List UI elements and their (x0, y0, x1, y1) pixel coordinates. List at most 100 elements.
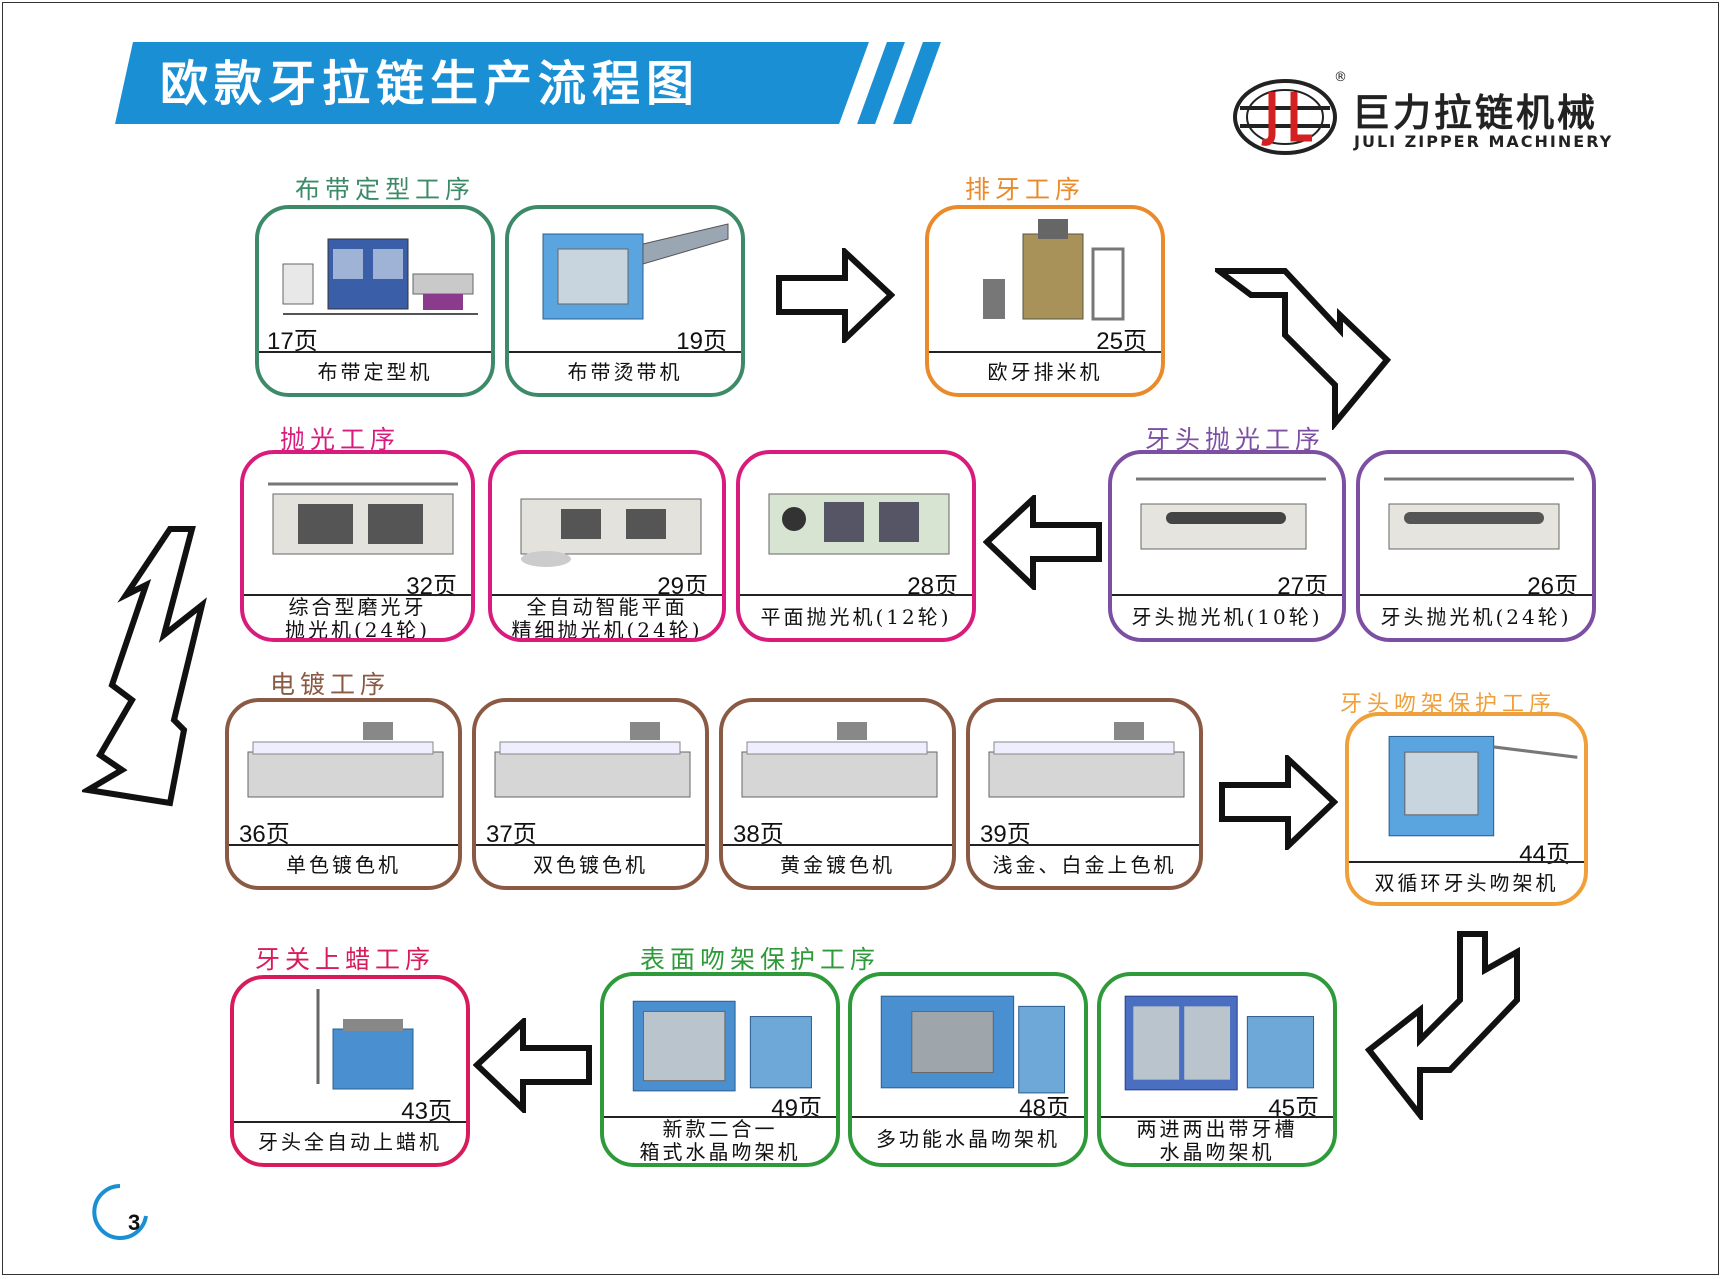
page-ref: 43页 (401, 1098, 452, 1125)
machine-card-45[interactable]: 45页 两进两出带牙槽 水晶吻架机 (1097, 972, 1337, 1167)
polishing-machine-icon (1384, 477, 1574, 550)
plating-machine-icon (741, 722, 938, 798)
machine-card-17[interactable]: 17页 布带定型机 (255, 205, 495, 397)
waxing-machine-icon (316, 989, 414, 1090)
caption-divider (229, 844, 458, 846)
caption-divider (740, 594, 972, 596)
polishing-machine-icon (268, 482, 458, 555)
polishing-machine-icon (768, 493, 950, 555)
machine-name-line2: 抛光机(24轮) (284, 618, 431, 642)
machine-card-39[interactable]: 39页 浅金、白金上色机 (966, 698, 1203, 890)
machine-name: 欧牙排米机 (987, 360, 1103, 384)
title-banner (115, 42, 855, 124)
spray-cabinet-machine-icon (1388, 735, 1578, 837)
machine-card-19[interactable]: 19页 布带烫带机 (505, 205, 745, 397)
registered-mark: ® (1334, 70, 1347, 85)
machine-name: 多功能水晶吻架机 (876, 1127, 1060, 1151)
machine-card-44[interactable]: 44页 双循环牙头吻架机 (1345, 712, 1588, 906)
machine-card-37[interactable]: 37页 双色镀色机 (472, 698, 709, 890)
flow-arrow-left-icon (473, 1018, 592, 1113)
machine-name-line1: 两进两出带牙槽 (1136, 1117, 1298, 1141)
machine-name-line2: 精细抛光机(24轮) (511, 618, 703, 642)
caption-divider (970, 844, 1199, 846)
machine-card-38[interactable]: 38页 黄金镀色机 (719, 698, 956, 890)
flow-arrow-bend-down-icon (1215, 268, 1392, 430)
flow-arrow-left-icon (983, 495, 1102, 590)
machine-name-line1: 全自动智能平面 (526, 595, 688, 619)
stage-label-slider-polish: 牙头抛光工序 (1145, 425, 1326, 454)
caption-divider (476, 844, 705, 846)
stage-label-arrange: 排牙工序 (965, 175, 1086, 204)
teeth-arranging-machine-icon (983, 219, 1125, 321)
spray-cabinet-machine-icon (632, 1000, 812, 1092)
machine-name: 黄金镀色机 (780, 853, 895, 877)
stage-label-polish: 抛光工序 (280, 425, 401, 454)
caption-divider (244, 594, 471, 596)
page-title: 欧款牙拉链生产流程图 (160, 56, 701, 112)
spray-cabinet-machine-icon (880, 995, 1066, 1094)
stage-label-surface-protect: 表面吻架保护工序 (640, 945, 881, 974)
page-ref: 37页 (486, 821, 537, 848)
page-number: 3 (128, 1210, 141, 1235)
caption-divider (604, 1116, 836, 1118)
machine-name: 单色镀色机 (286, 853, 401, 877)
machine-name: 牙头抛光机(10轮) (1131, 605, 1323, 629)
machine-card-26[interactable]: 26页 牙头抛光机(24轮) (1356, 450, 1596, 642)
machine-name-line2: 水晶吻架机 (1159, 1140, 1275, 1164)
page-ref: 39页 (980, 821, 1031, 848)
plating-machine-icon (494, 722, 691, 798)
machine-card-49[interactable]: 49页 新款二合一 箱式水晶吻架机 (600, 972, 840, 1167)
stage-label-plating: 电镀工序 (270, 670, 391, 699)
page-ref: 38页 (733, 821, 784, 848)
plating-machine-icon (988, 722, 1185, 798)
juli-emblem-icon (1233, 79, 1337, 155)
machine-name: 双色镀色机 (533, 853, 648, 877)
caption-divider (259, 351, 491, 353)
caption-divider (509, 351, 741, 353)
page-ref: 17页 (267, 328, 318, 355)
ironing-machine-icon (542, 223, 729, 320)
caption-divider (852, 1116, 1084, 1118)
polishing-machine-icon (520, 498, 702, 567)
machine-name: 双循环牙头吻架机 (1374, 871, 1559, 895)
setting-line-machine-icon (282, 238, 478, 315)
machine-card-32[interactable]: 32页 综合型磨光牙 抛光机(24轮) (240, 450, 475, 642)
machine-card-29[interactable]: 29页 全自动智能平面 精细抛光机(24轮) (488, 450, 726, 642)
machine-card-25[interactable]: 25页 欧牙排米机 (925, 205, 1165, 397)
machine-name: 牙头抛光机(24轮) (1380, 605, 1572, 629)
flow-arrow-right-icon (1219, 755, 1338, 850)
caption-divider (234, 1121, 466, 1123)
spray-cabinet-machine-icon (1124, 995, 1315, 1091)
brand-logo: ® 巨力拉链机械 JULI ZIPPER MACHINERY (1232, 70, 1672, 158)
flow-arrow-right-icon (776, 248, 895, 343)
brand-name-en: JULI ZIPPER MACHINERY (1354, 132, 1614, 151)
machine-card-43[interactable]: 43页 牙头全自动上蜡机 (230, 975, 470, 1167)
machine-name: 平面抛光机(12轮) (760, 605, 952, 629)
machine-card-48[interactable]: 48页 多功能水晶吻架机 (848, 972, 1088, 1167)
machine-name: 布带定型机 (317, 360, 433, 384)
plating-machine-icon (247, 722, 444, 798)
page-ref: 36页 (239, 821, 290, 848)
flow-arrow-zigzag-down-icon (82, 526, 207, 807)
caption-divider (492, 594, 722, 596)
caption-divider (1349, 861, 1584, 863)
caption-divider (723, 844, 952, 846)
machine-card-36[interactable]: 36页 单色镀色机 (225, 698, 462, 890)
page-ref: 25页 (1096, 328, 1147, 355)
polishing-machine-icon (1136, 477, 1326, 550)
caption-divider (929, 351, 1161, 353)
machine-name: 浅金、白金上色机 (992, 853, 1177, 877)
caption-divider (1360, 594, 1592, 596)
machine-name: 布带烫带机 (567, 360, 683, 384)
machine-card-27[interactable]: 27页 牙头抛光机(10轮) (1108, 450, 1346, 642)
page-number-arc-icon (92, 1184, 148, 1240)
machine-name-line1: 新款二合一 (662, 1117, 778, 1141)
machine-name-line2: 箱式水晶吻架机 (639, 1140, 801, 1164)
flow-arrow-bend-left-icon (1365, 931, 1520, 1120)
stage-label-wax: 牙关上蜡工序 (255, 945, 436, 974)
caption-divider (1112, 594, 1342, 596)
stage-label-fabric: 布带定型工序 (295, 175, 476, 204)
caption-divider (1101, 1116, 1333, 1118)
machine-card-28[interactable]: 28页 平面抛光机(12轮) (736, 450, 976, 642)
